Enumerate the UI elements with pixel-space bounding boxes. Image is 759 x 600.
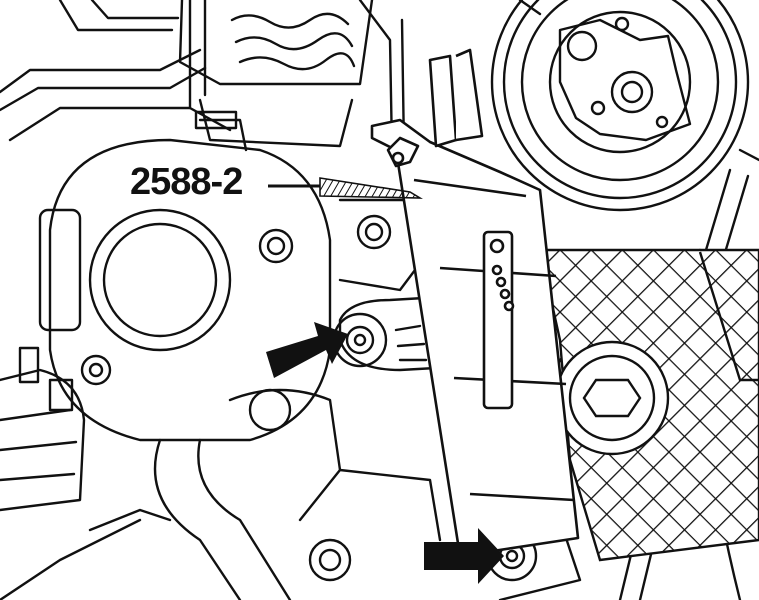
- hoses: [0, 388, 442, 600]
- cover-mesh: [538, 248, 759, 562]
- camshaft-pulley: [490, 0, 750, 212]
- tool-number-label: 2588-2: [126, 160, 247, 204]
- arrow-right-icon-lower: [424, 528, 504, 584]
- callout-leader: [268, 177, 423, 199]
- arrow-right-icon: [266, 322, 348, 378]
- coolant-housing: [38, 110, 432, 442]
- engine-mount: [0, 346, 86, 512]
- special-tool-gauge: [370, 48, 580, 558]
